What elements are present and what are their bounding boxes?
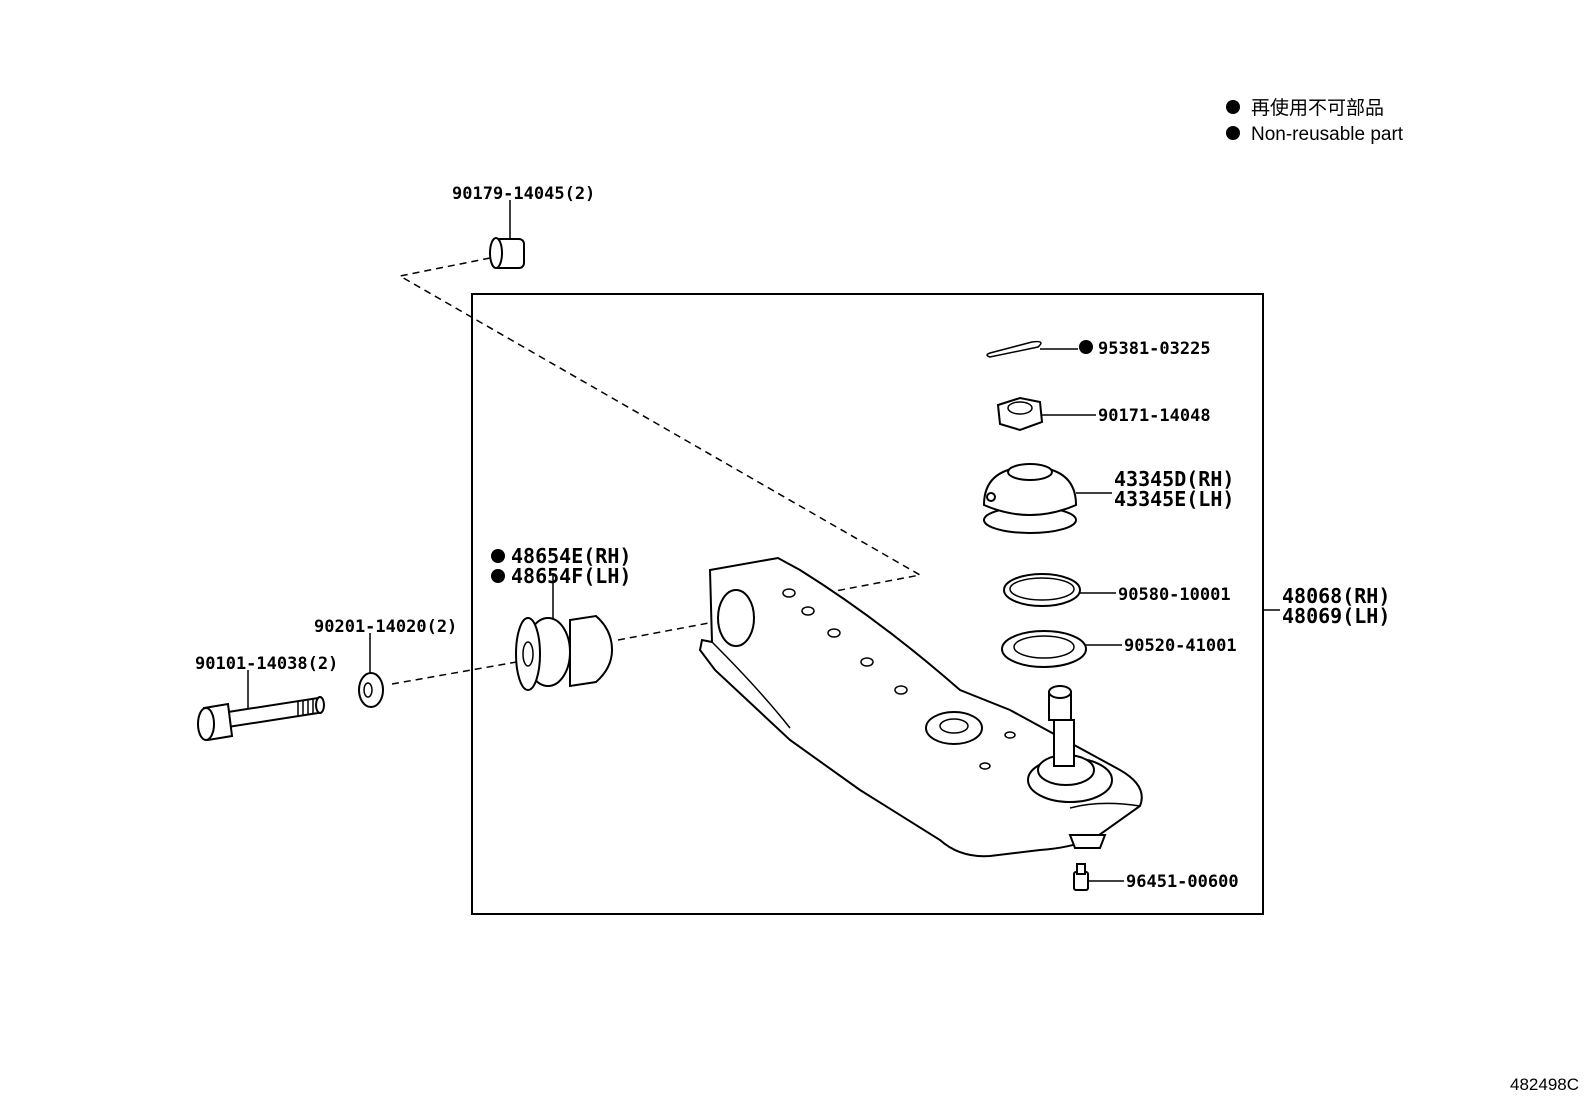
- part-label-43345E: 43345E(LH): [1114, 487, 1234, 511]
- assembly-lines: [391, 257, 923, 685]
- diagram-code: 482498C: [1510, 1075, 1579, 1094]
- flange-nut-top: 90179-14045(2): [452, 184, 595, 269]
- bushing: 48654E(RH) 48654F(LH): [491, 544, 631, 691]
- part-label-90580-10001: 90580-10001: [1118, 585, 1231, 605]
- bolt: 90101-14038(2): [195, 654, 338, 742]
- castle-nut: 90171-14048: [996, 396, 1211, 432]
- part-label-90101-14038: 90101-14038(2): [195, 654, 338, 674]
- legend: 再使用不可部品 Non-reusable part: [1226, 97, 1404, 145]
- non-reusable-bullet-icon: [491, 549, 505, 563]
- part-label-90201-14020: 90201-14020(2): [314, 617, 457, 637]
- part-label-90520-41001: 90520-41001: [1124, 636, 1237, 656]
- part-label-43345D: 43345D(RH): [1114, 467, 1234, 491]
- washer: 90201-14020(2): [314, 617, 457, 708]
- legend-item-japanese: 再使用不可部品: [1251, 97, 1384, 119]
- part-label-48654E: 48654E(RH): [511, 544, 631, 568]
- grease-fitting: 96451-00600: [1073, 863, 1239, 892]
- arm-label: 48068(RH) 48069(LH): [1263, 584, 1390, 628]
- non-reusable-bullet-icon: [1079, 340, 1093, 354]
- cotter-pin: 95381-03225: [986, 339, 1211, 359]
- legend-item-english: Non-reusable part: [1251, 124, 1404, 145]
- ball-joint-boot: 43345D(RH) 43345E(LH): [982, 463, 1234, 534]
- lower-control-arm: [698, 556, 1143, 858]
- snap-ring: 90520-41001: [1001, 630, 1237, 668]
- part-label-48654F: 48654F(LH): [511, 564, 631, 588]
- part-label-90179-14045: 90179-14045(2): [452, 184, 595, 204]
- part-label-95381-03225: 95381-03225: [1098, 339, 1211, 359]
- non-reusable-bullet-icon: [1226, 126, 1240, 140]
- assembly-frame: [471, 293, 1264, 915]
- non-reusable-bullet-icon: [491, 569, 505, 583]
- part-label-96451-00600: 96451-00600: [1126, 872, 1239, 892]
- seal-ring: 90580-10001: [1003, 573, 1231, 607]
- part-label-48069: 48069(LH): [1282, 604, 1390, 628]
- non-reusable-bullet-icon: [1226, 100, 1240, 114]
- part-label-48068: 48068(RH): [1282, 584, 1390, 608]
- part-label-90171-14048: 90171-14048: [1098, 406, 1211, 426]
